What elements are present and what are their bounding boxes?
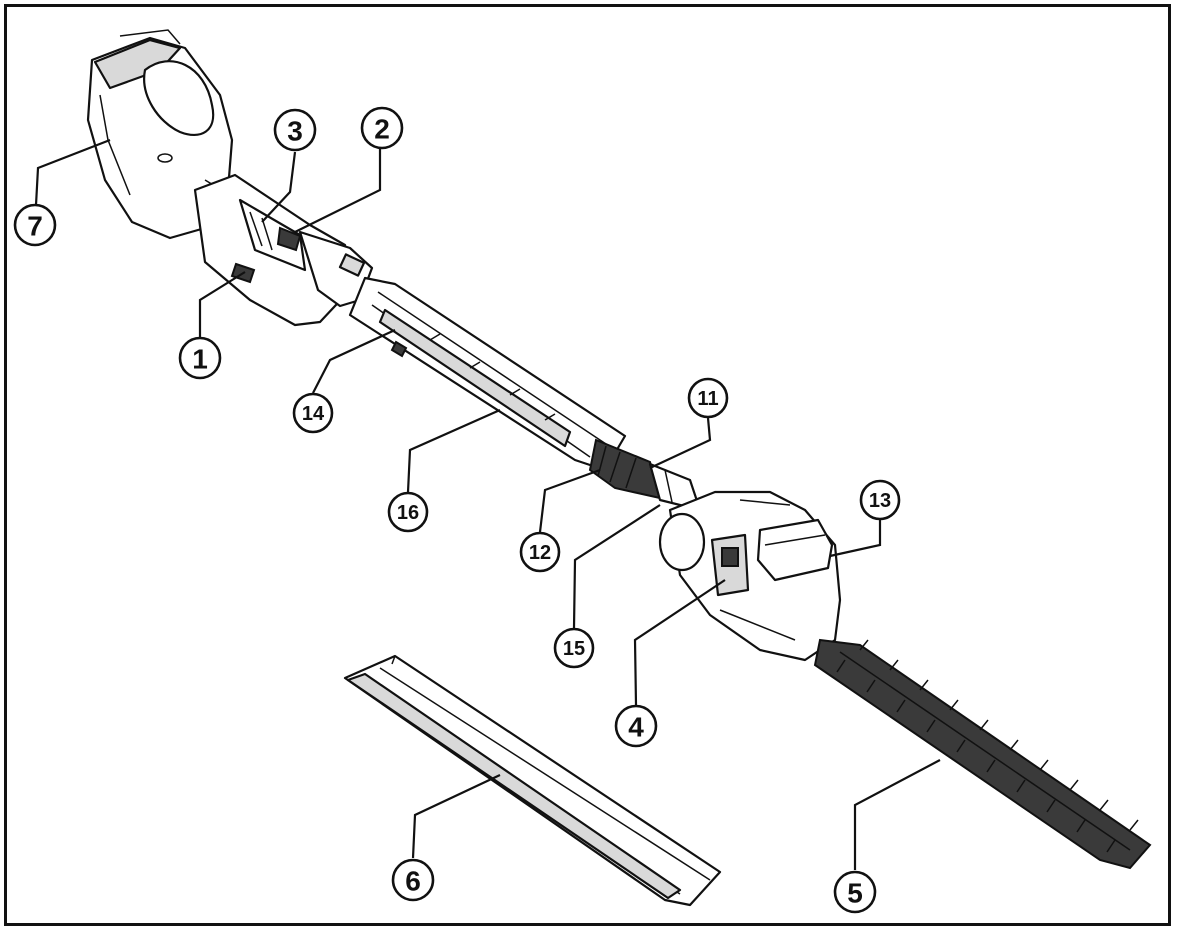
motor-head	[658, 490, 842, 662]
callout-12-label: 12	[529, 542, 551, 564]
callout-7-label: 7	[27, 211, 43, 242]
callout-14-label: 14	[302, 403, 325, 425]
callout-13-label: 13	[869, 490, 891, 512]
callout-5-label: 5	[847, 878, 863, 909]
callout-3-label: 3	[287, 116, 303, 147]
callout-15: 15	[553, 627, 595, 669]
callout-16: 16	[387, 491, 429, 533]
cutting-blade	[813, 638, 1152, 870]
callout-11-label: 11	[697, 388, 718, 410]
callout-1: 1	[178, 336, 222, 380]
callout-16-label: 16	[397, 502, 419, 524]
callout-2-label: 2	[374, 114, 390, 145]
callout-12: 12	[519, 531, 561, 573]
callout-5: 5	[833, 870, 877, 914]
callout-13: 13	[859, 479, 901, 521]
callout-7: 7	[13, 203, 57, 247]
blade-cover	[343, 654, 722, 907]
callout-3: 3	[273, 108, 317, 152]
shaft-coupling	[588, 438, 702, 512]
callout-6: 6	[391, 858, 435, 902]
callout-6-label: 6	[405, 866, 421, 897]
callout-11: 11	[687, 377, 729, 419]
callout-4: 4	[614, 704, 658, 748]
rear-handle	[86, 29, 249, 240]
callout-15-label: 15	[563, 638, 585, 660]
callout-4-label: 4	[628, 712, 644, 743]
callout-2: 2	[360, 106, 404, 150]
main-shaft	[348, 276, 627, 472]
leader-lines	[34, 138, 941, 870]
callout-14: 14	[292, 392, 334, 434]
callout-1-label: 1	[192, 344, 208, 375]
